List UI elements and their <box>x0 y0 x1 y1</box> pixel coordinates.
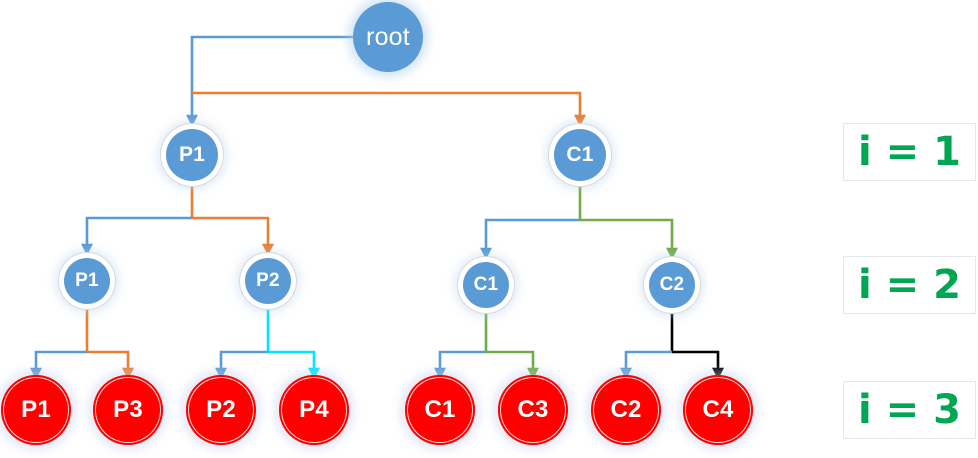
edge-l2-p1-to-l3-p1 <box>30 350 87 380</box>
tree-node-l1-p1[interactable]: P1 <box>166 129 218 181</box>
tree-node-l3-p2[interactable]: P2 <box>186 375 256 445</box>
iteration-label-text: i = 3 <box>858 387 961 433</box>
tree-node-root[interactable]: root <box>353 2 423 72</box>
tree-node-label: C2 <box>659 274 685 295</box>
tree-node-label: C3 <box>517 396 549 423</box>
tree-node-label: C4 <box>702 396 734 423</box>
edge-l1-c1-to-l2-c2 <box>580 218 678 260</box>
tree-node-l1-c1[interactable]: C1 <box>554 129 606 181</box>
tree-node-label: C1 <box>424 396 456 423</box>
edge-l2-p2-to-l3-p2 <box>215 350 268 380</box>
tree-node-label: root <box>366 22 410 51</box>
edge-root-to-l1-p1 <box>186 35 353 127</box>
tree-node-label: P1 <box>75 270 99 291</box>
edge-l1-c1-to-l2-c1 <box>480 218 580 260</box>
iteration-label-iter-2: i = 2 <box>843 256 976 314</box>
tree-node-l3-p3[interactable]: P3 <box>93 375 163 445</box>
tree-node-label: P1 <box>178 143 206 166</box>
tree-node-label: C2 <box>610 396 642 423</box>
tree-node-l2-c1[interactable]: C1 <box>463 262 509 308</box>
tree-node-label: P1 <box>21 396 51 423</box>
edge-l2-c2-to-l3-c2 <box>620 350 672 380</box>
edge-l2-c1-to-l3-c1 <box>434 350 486 380</box>
iteration-label-text: i = 2 <box>858 262 961 308</box>
tree-node-l2-p1[interactable]: P1 <box>64 258 110 304</box>
tree-node-l3-c4[interactable]: C4 <box>683 375 753 445</box>
tree-node-label: P2 <box>206 396 236 423</box>
tree-node-l3-p4[interactable]: P4 <box>279 375 349 445</box>
edge-l1-p1-to-l2-p1 <box>81 216 192 256</box>
tree-node-l3-c3[interactable]: C3 <box>498 375 568 445</box>
edge-l2-c1-to-l3-c3 <box>486 350 539 380</box>
tree-node-l2-c2[interactable]: C2 <box>649 262 695 308</box>
tree-node-label: C1 <box>473 274 499 295</box>
edge-l2-p1-to-l3-p3 <box>87 350 134 380</box>
tree-node-l3-c1[interactable]: C1 <box>405 375 475 445</box>
tree-node-label: P4 <box>299 396 329 423</box>
tree-node-label: C1 <box>566 143 594 166</box>
iteration-label-iter-1: i = 1 <box>843 123 976 181</box>
tree-node-label: P3 <box>113 396 143 423</box>
edge-l2-p2-to-l3-p4 <box>268 350 320 380</box>
iteration-label-iter-3: i = 3 <box>843 381 976 439</box>
edge-root-to-l1-c1 <box>192 91 586 127</box>
tree-node-l3-c2[interactable]: C2 <box>591 375 661 445</box>
iteration-label-text: i = 1 <box>858 129 961 175</box>
tree-node-l2-p2[interactable]: P2 <box>245 258 291 304</box>
edge-l1-p1-to-l2-p2 <box>192 216 274 256</box>
tree-node-l3-p1[interactable]: P1 <box>1 375 71 445</box>
edge-l2-c2-to-l3-c4 <box>672 350 724 380</box>
tree-node-label: P2 <box>256 270 280 291</box>
